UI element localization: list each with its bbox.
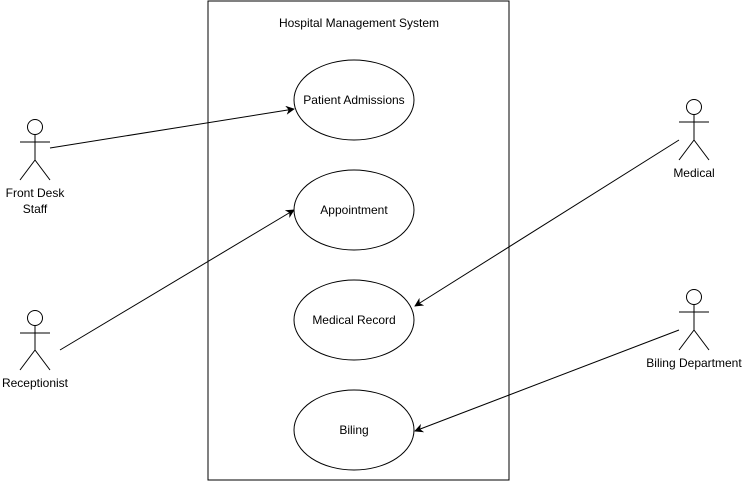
actor-label: Biling Department	[646, 356, 742, 370]
association-arrow-medical-to-record	[414, 139, 680, 307]
use-case-patient-admissions[interactable]: Patient Admissions	[293, 59, 415, 141]
system-title: Hospital Management System	[279, 16, 439, 30]
actor-front-desk-staff[interactable]: Front Desk Staff	[6, 119, 66, 217]
stick-figure-icon	[19, 310, 51, 371]
actor-label: Front Desk	[6, 186, 66, 200]
use-case-billing[interactable]: Biling	[293, 389, 415, 471]
actor-label: Medical	[673, 166, 714, 180]
stick-figure-icon	[678, 289, 710, 351]
use-case-label: Medical Record	[312, 313, 395, 327]
use-case-appointment[interactable]: Appointment	[293, 169, 415, 251]
use-case-label: Appointment	[320, 203, 388, 217]
actor-receptionist[interactable]: Receptionist	[2, 310, 69, 391]
actor-billing-department[interactable]: Biling Department	[646, 289, 742, 371]
association-arrow-billingdept-to-billing	[414, 329, 680, 433]
actor-label: Receptionist	[2, 376, 69, 390]
association-arrow-receptionist-to-appointment	[59, 209, 295, 351]
actor-label: Staff	[23, 202, 48, 216]
stick-figure-icon	[678, 99, 710, 161]
associations	[49, 105, 680, 433]
use-case-label: Patient Admissions	[303, 93, 404, 107]
actor-medical[interactable]: Medical	[673, 99, 715, 181]
stick-figure-icon	[19, 119, 51, 181]
use-case-medical-record[interactable]: Medical Record	[293, 279, 415, 361]
association-arrow-frontdesk-to-admissions	[49, 105, 295, 149]
use-case-label: Biling	[339, 423, 368, 437]
